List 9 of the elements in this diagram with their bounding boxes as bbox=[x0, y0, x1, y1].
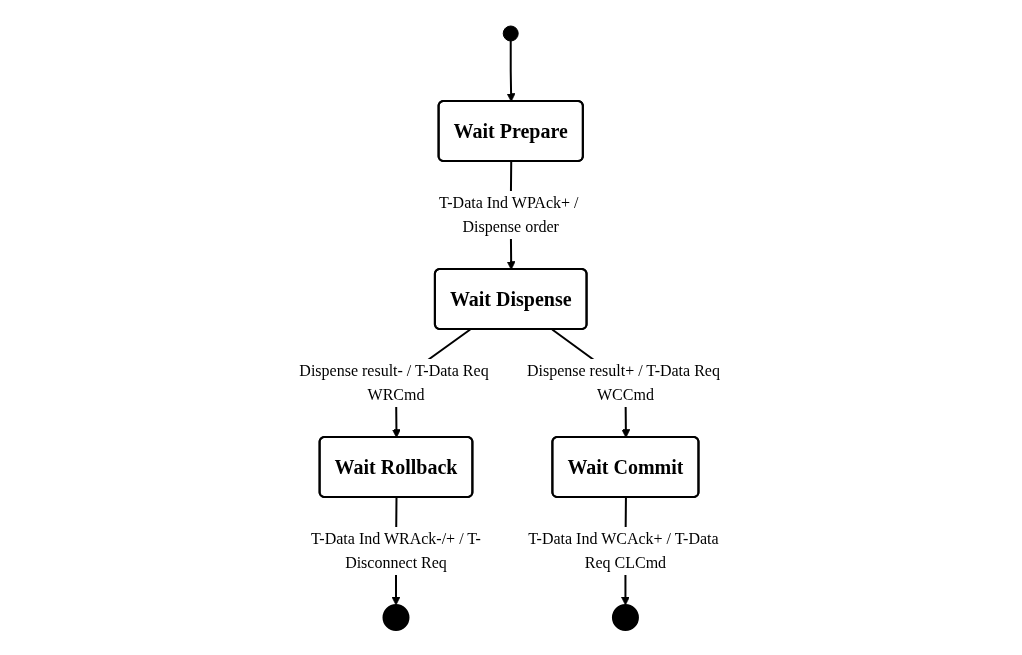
node-bullseye bbox=[612, 603, 640, 631]
node-circle bbox=[503, 25, 519, 41]
edge-label: T-Data Ind WCAck+ / T-Data Req CLCmd bbox=[528, 529, 719, 571]
edge-label: T-Data Ind WPAck+ / Dispense order bbox=[439, 193, 579, 235]
edge-label: Dispense result- / T-Data Req WRCmd bbox=[299, 361, 489, 403]
node-bullseye bbox=[382, 603, 410, 631]
arrow bbox=[506, 39, 516, 102]
edge-label: T-Data Ind WRAck-/+ / T-Disconnect Req bbox=[311, 529, 482, 571]
edge-label: Dispense result+ / T-Data Req WCCmd bbox=[527, 361, 721, 403]
